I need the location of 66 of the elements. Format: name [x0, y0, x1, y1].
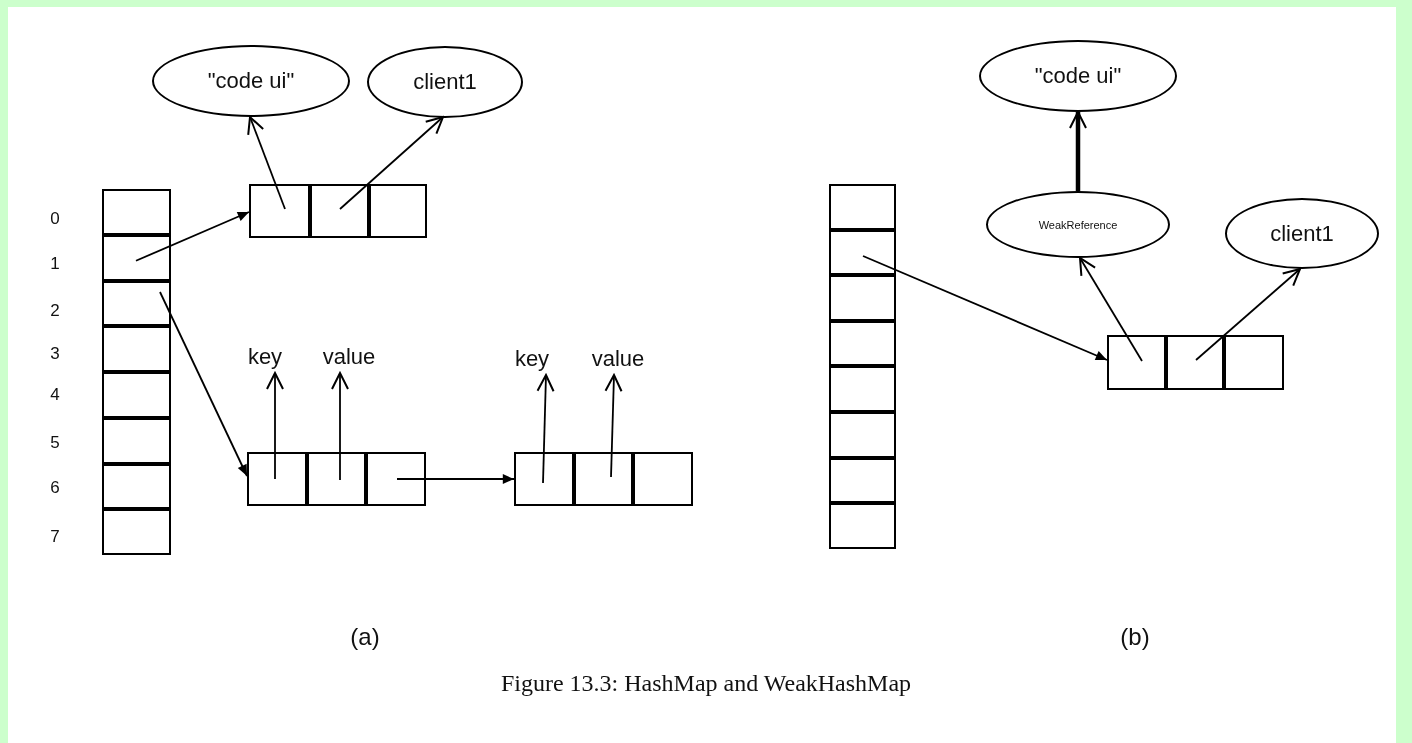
array-cell: [829, 275, 896, 321]
object-label: "code ui": [207, 68, 295, 94]
object-ellipse: [1225, 198, 1379, 269]
array-cell: [829, 229, 896, 276]
array-cell: [102, 463, 171, 510]
arrow: [396, 474, 515, 484]
index-number: 7: [50, 527, 60, 545]
array-cell: [102, 417, 171, 464]
array-cell: [102, 189, 171, 235]
index-number: 5: [50, 433, 60, 451]
arrow: [331, 372, 349, 481]
array-cell: [102, 280, 171, 327]
array-cell: [310, 184, 369, 238]
field-label: value: [587, 347, 649, 371]
array-cell: [102, 234, 171, 281]
arrow: [135, 211, 250, 262]
arrow: [862, 255, 1108, 361]
arrow: [1079, 257, 1143, 362]
array-cell: [829, 320, 896, 367]
index-number: 6: [50, 478, 60, 496]
field-label: value: [318, 345, 380, 369]
arrow: [604, 374, 623, 478]
array-cell: [249, 184, 310, 238]
array-cell: [829, 366, 896, 412]
array-cell: [247, 452, 307, 506]
arrow: [1195, 268, 1301, 361]
object-ellipse: [152, 45, 350, 117]
index-number: 1: [50, 254, 60, 272]
array-cell: [102, 372, 171, 418]
arrow: [339, 116, 444, 210]
field-label: key: [511, 347, 553, 371]
array-cell: [829, 457, 896, 504]
array-cell: [829, 184, 896, 230]
index-number: 2: [50, 301, 60, 319]
array-cell: [574, 452, 633, 506]
field-label: key: [244, 345, 286, 369]
object-ellipse: [979, 40, 1177, 112]
arrow: [536, 374, 555, 484]
array-cell: [633, 452, 693, 506]
object-label: client1: [413, 69, 477, 95]
figure-caption: Figure 13.3: HashMap and WeakHashMap: [500, 671, 912, 695]
object-label: WeakReference: [1038, 218, 1118, 231]
array-cell: [307, 452, 366, 506]
index-number: 0: [50, 209, 60, 227]
array-cell: [366, 452, 426, 506]
index-number: 3: [50, 344, 60, 362]
array-cell: [1224, 335, 1284, 390]
object-ellipse: [367, 46, 523, 118]
array-cell: [102, 509, 171, 555]
panel-label: (b): [1120, 625, 1150, 649]
arrow: [159, 291, 248, 477]
object-ellipse: [986, 191, 1170, 258]
index-number: 4: [50, 385, 60, 403]
object-label: "code ui": [1034, 63, 1122, 89]
panel-label: (a): [350, 625, 380, 649]
object-label: client1: [1270, 220, 1334, 247]
array-cell: [1107, 335, 1166, 390]
array-cell: [829, 503, 896, 549]
array-cell: [1166, 335, 1224, 390]
arrow: [1069, 111, 1087, 191]
array-cell: [102, 326, 171, 372]
arrow: [247, 116, 286, 210]
array-cell: [369, 184, 427, 238]
array-cell: [514, 452, 574, 506]
arrow: [266, 372, 284, 480]
array-cell: [829, 412, 896, 458]
